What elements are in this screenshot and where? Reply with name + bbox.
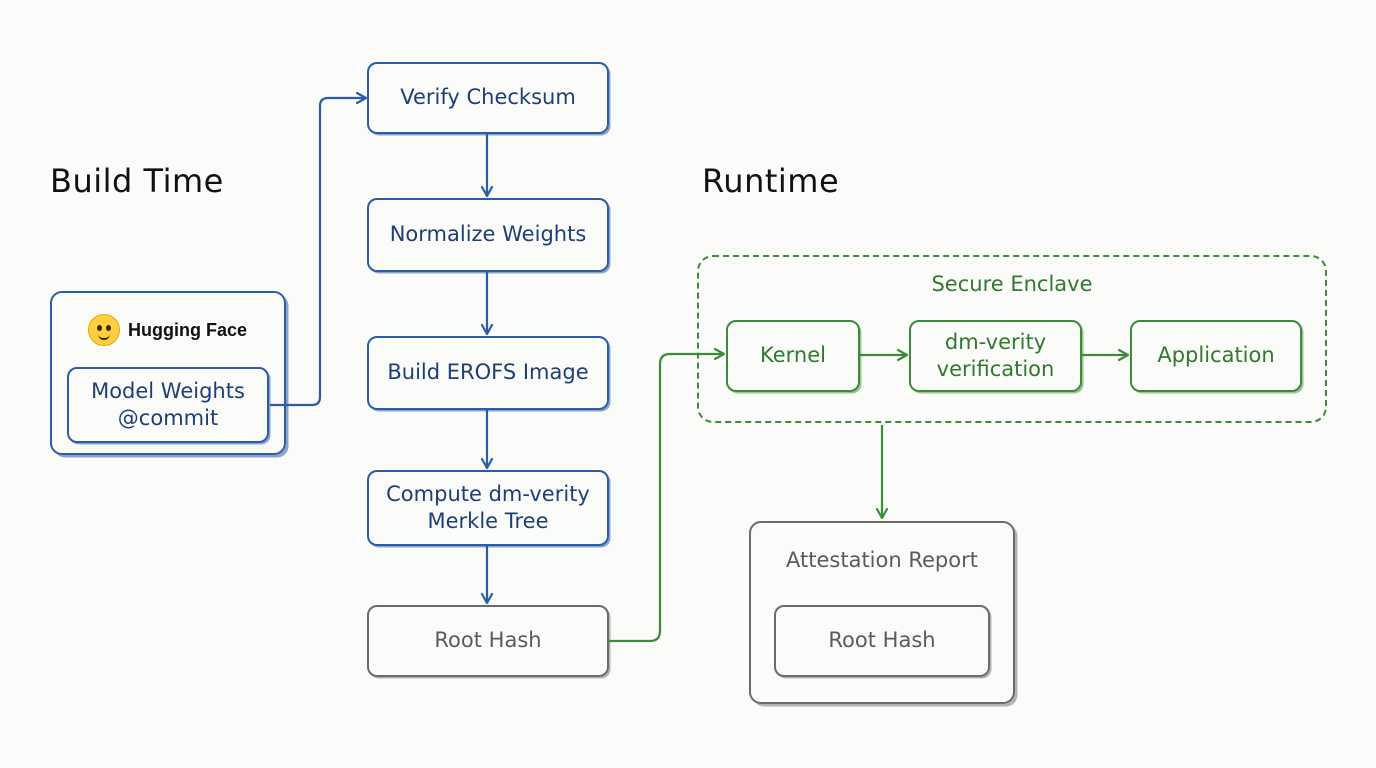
secure-enclave-title: Secure Enclave: [931, 272, 1093, 296]
compute-merkle-tree-step: Compute dm-verity Merkle Tree: [367, 470, 609, 546]
secure-enclave: [697, 255, 1327, 423]
model-weights-box: Model Weights @commit: [67, 367, 269, 443]
kernel-step: Kernel: [726, 320, 860, 392]
hugging-face-label: Hugging Face: [128, 319, 248, 340]
attestation-report: [749, 521, 1015, 704]
hugging-face-emoji-icon: [88, 314, 120, 346]
build-erofs-image-step: Build EROFS Image: [367, 336, 609, 410]
attestation-report-title: Attestation Report: [786, 548, 978, 572]
attestation-root-hash: Root Hash: [774, 605, 990, 677]
dm-verity-verification-step: dm-verity verification: [909, 320, 1082, 392]
verify-checksum-step: Verify Checksum: [367, 62, 609, 134]
root-hash-output: Root Hash: [367, 605, 609, 677]
normalize-weights-step: Normalize Weights: [367, 198, 609, 272]
runtime-title: Runtime: [702, 162, 840, 200]
build-time-title: Build Time: [50, 162, 224, 200]
application-step: Application: [1130, 320, 1302, 392]
hugging-face-header: Hugging Face: [88, 314, 247, 346]
hugging-face-source: [50, 291, 286, 455]
